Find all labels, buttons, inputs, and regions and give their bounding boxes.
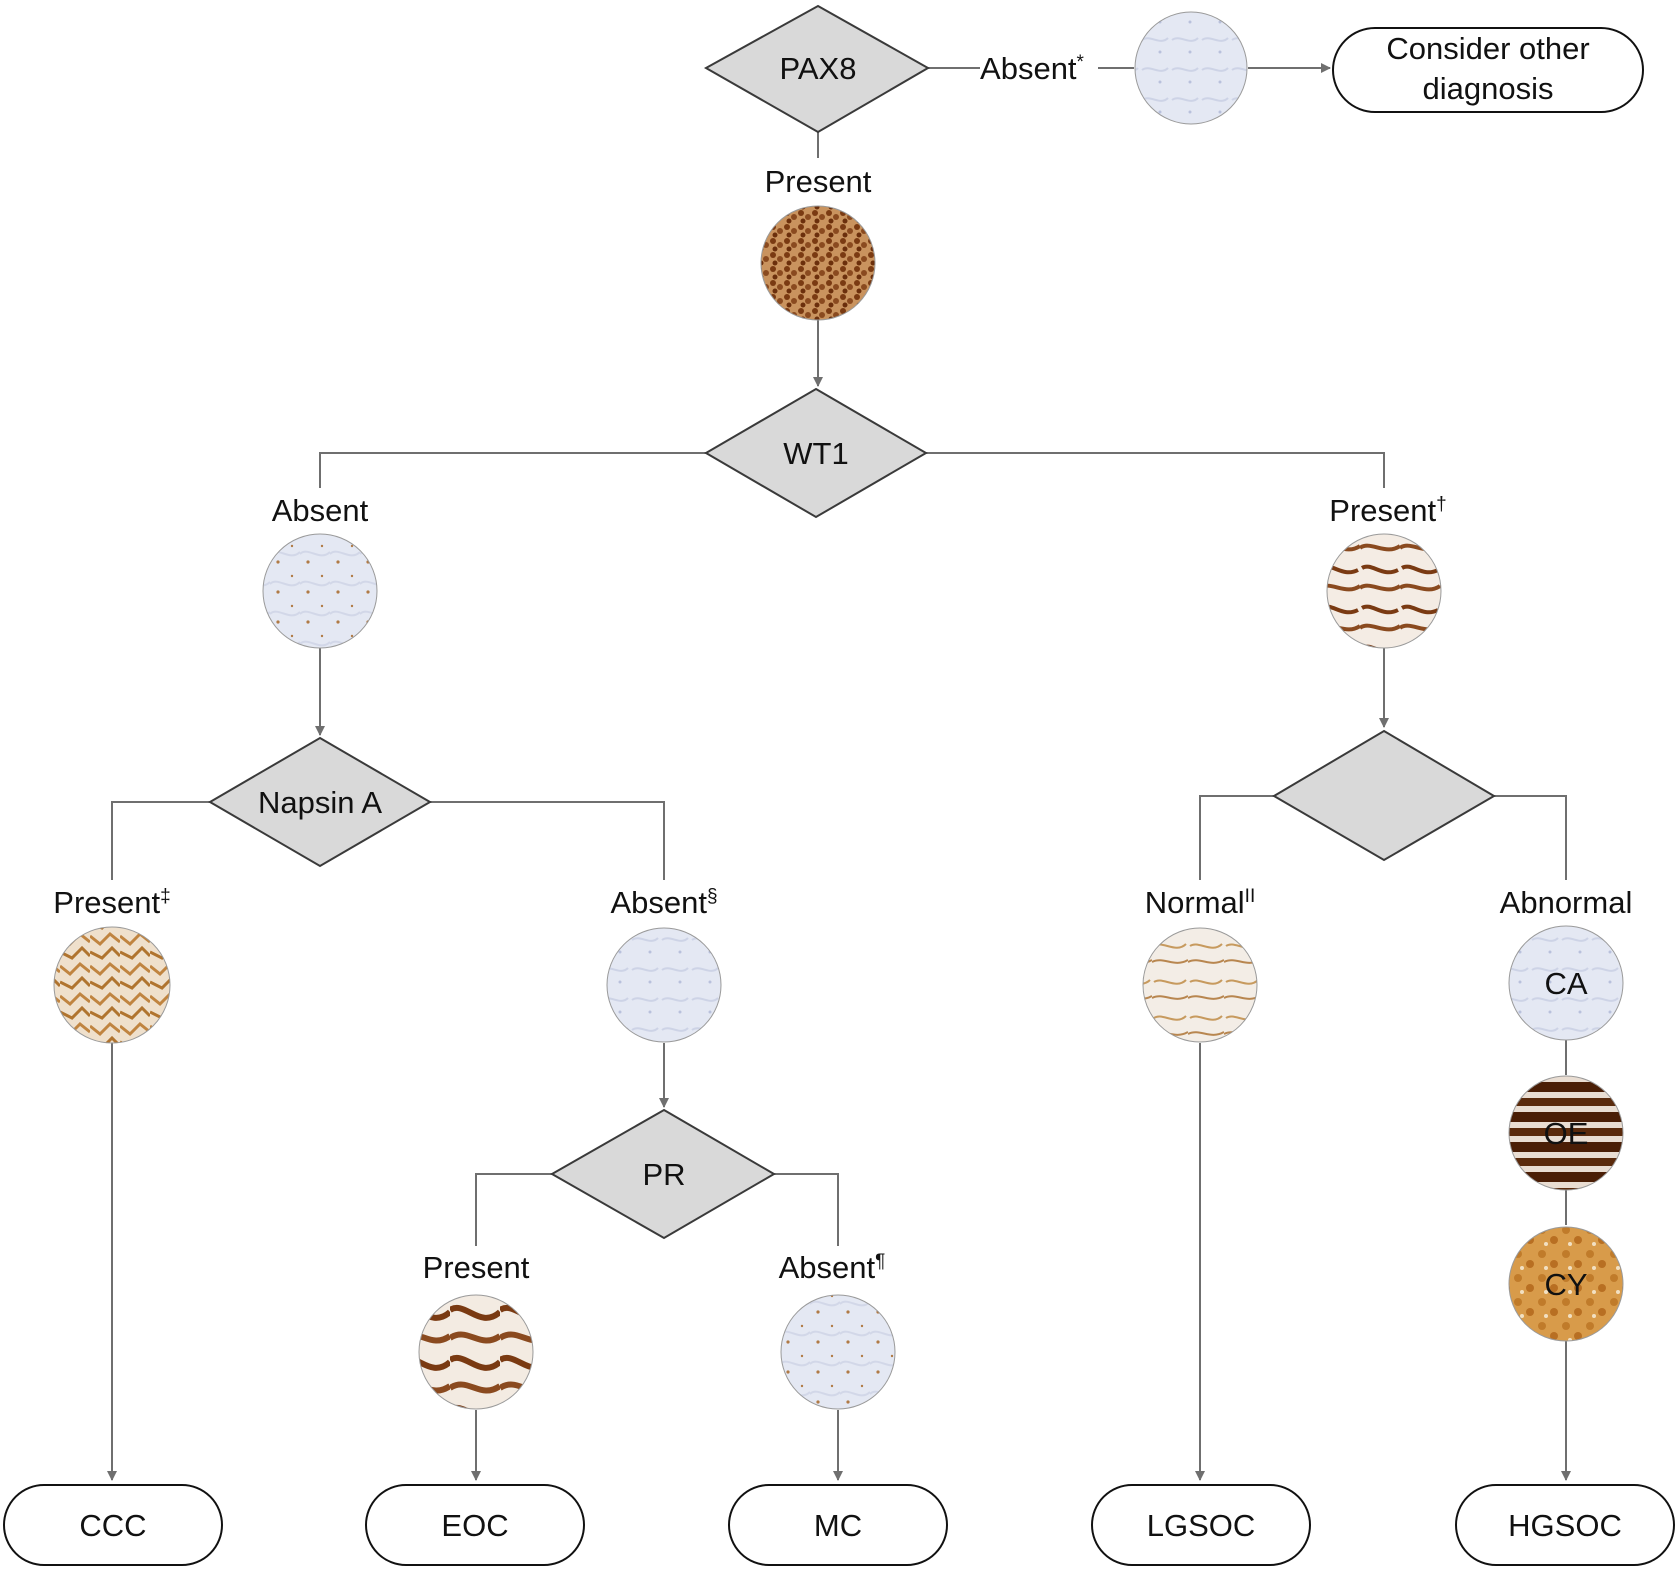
p53-decision — [1272, 729, 1496, 862]
p53-oe-micrograph — [1508, 1075, 1624, 1191]
outcome-mc-label: MC — [814, 1508, 862, 1543]
outcome-hgsoc-label: HGSOC — [1508, 1508, 1622, 1543]
cy-pattern-label: CY — [1544, 1267, 1587, 1302]
wt1-decision: WT1 — [704, 387, 928, 519]
ihc-images — [53, 11, 1624, 1410]
outcome-other-line1: Consider other — [1386, 31, 1589, 66]
outcome-other: Consider other diagnosis — [1332, 27, 1644, 113]
connectors — [107, 63, 1571, 1481]
pr-present-label: Present — [423, 1250, 530, 1285]
wt1-negative-micrograph — [262, 533, 378, 649]
napsin-negative-micrograph — [606, 927, 722, 1043]
wt1-label: WT1 — [783, 436, 848, 471]
napsin-absent-label: Absent§ — [610, 885, 717, 920]
pr-decision: PR — [549, 1108, 776, 1240]
napsin-positive-micrograph — [53, 926, 171, 1044]
pax8-negative-micrograph — [1134, 11, 1248, 125]
outcome-lgsoc-label: LGSOC — [1147, 1508, 1256, 1543]
outcome-ccc: CCC — [3, 1484, 223, 1566]
napsin-decision: Napsin A — [208, 736, 432, 868]
p53-normal-label: NormalII — [1145, 885, 1255, 920]
wt1-present-label: Present† — [1329, 493, 1446, 528]
pax8-decision: PAX8 — [703, 4, 931, 134]
wt1-absent-label: Absent — [272, 493, 369, 528]
pax8-absent-label: Absent* — [980, 51, 1085, 86]
outcome-lgsoc: LGSOC — [1091, 1484, 1311, 1566]
pr-label: PR — [642, 1157, 685, 1192]
pax8-present-label: Present — [765, 164, 872, 199]
ca-pattern-label: CA — [1544, 966, 1587, 1001]
pr-positive-micrograph — [418, 1294, 534, 1410]
p53-ca-micrograph — [1508, 925, 1624, 1041]
p53-normal-micrograph — [1142, 927, 1258, 1043]
pr-negative-micrograph — [780, 1294, 896, 1410]
pax8-label: PAX8 — [780, 51, 857, 86]
outcome-other-line2: diagnosis — [1423, 71, 1554, 106]
outcome-ccc-label: CCC — [79, 1508, 146, 1543]
outcome-eoc: EOC — [365, 1484, 585, 1566]
napsin-label: Napsin A — [258, 785, 382, 820]
p53-cy-micrograph — [1508, 1226, 1624, 1342]
p53-abnormal-label: Abnormal — [1500, 885, 1633, 920]
outcome-hgsoc: HGSOC — [1455, 1484, 1675, 1566]
outcome-mc: MC — [728, 1484, 948, 1566]
oe-pattern-label: OE — [1544, 1116, 1589, 1151]
napsin-present-label: Present‡ — [53, 885, 170, 920]
pr-absent-label: Absent¶ — [779, 1250, 886, 1285]
outcome-eoc-label: EOC — [441, 1508, 508, 1543]
pax8-positive-micrograph — [760, 205, 876, 321]
wt1-positive-micrograph — [1326, 533, 1442, 649]
